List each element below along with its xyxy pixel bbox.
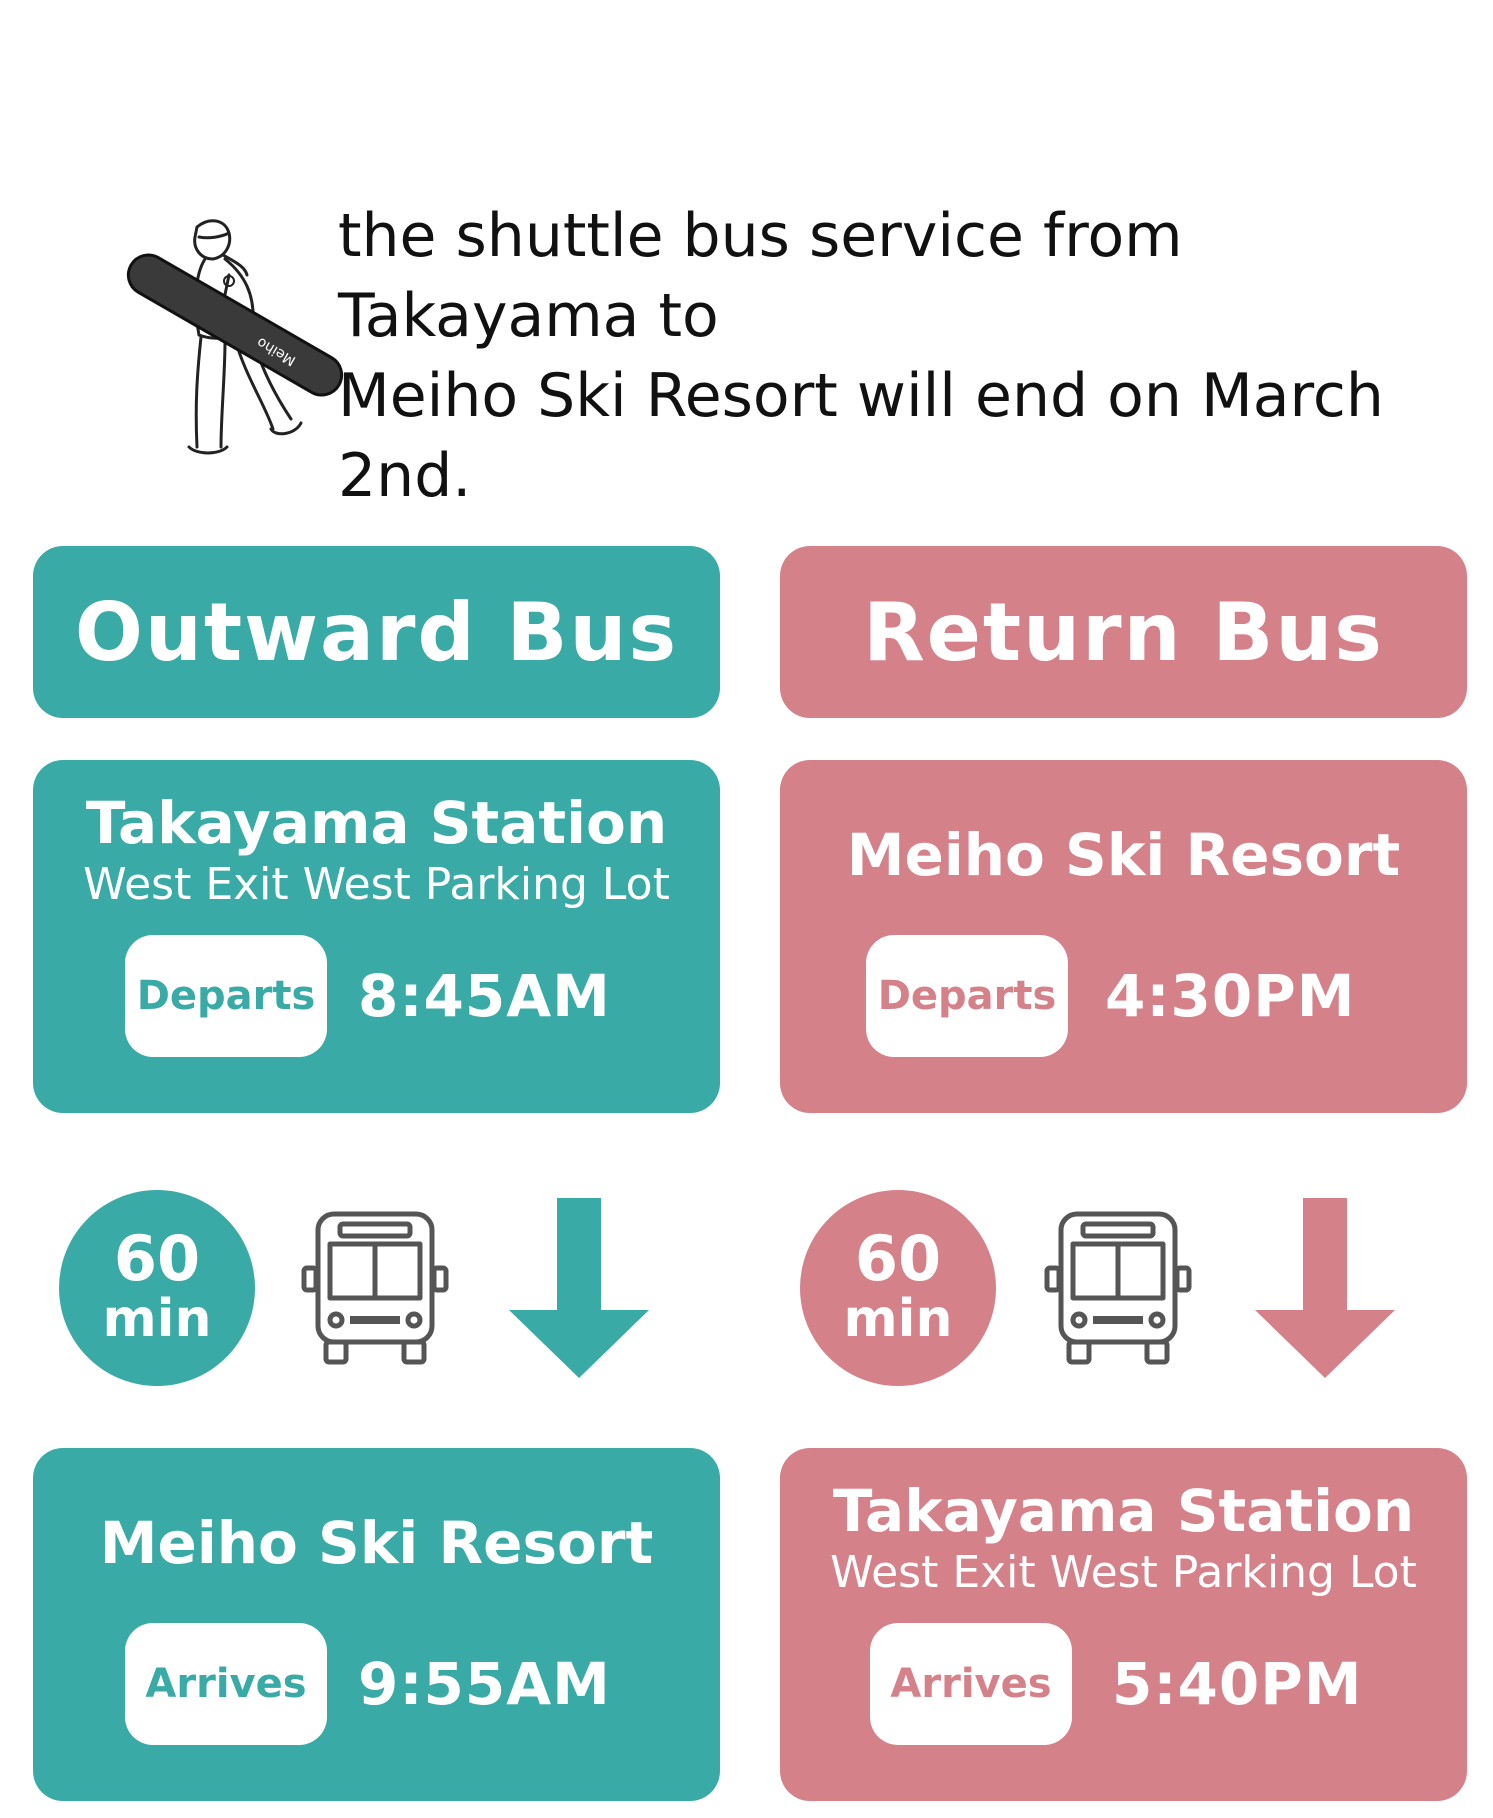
- snowboarder-illustration: Meiho: [126, 219, 344, 455]
- return-duration-badge: 60 min: [800, 1190, 996, 1386]
- outward-duration-unit: min: [102, 1289, 212, 1349]
- return-bus-header: Return Bus: [780, 546, 1467, 718]
- service-notice: the shuttle bus service from Takayama to…: [338, 196, 1478, 516]
- return-arrival-card: Takayama Station West Exit West Parking …: [780, 1448, 1467, 1801]
- departs-badge: Departs: [866, 935, 1068, 1057]
- return-duration-value: 60: [854, 1222, 942, 1295]
- departs-badge: Departs: [125, 935, 327, 1057]
- return-arrival-sub: West Exit West Parking Lot: [830, 1547, 1417, 1598]
- outward-duration-value: 60: [113, 1222, 201, 1295]
- arrives-badge: Arrives: [870, 1623, 1072, 1745]
- return-departure-card: Meiho Ski Resort Departs 4:30PM: [780, 760, 1467, 1113]
- arrow-down-icon: [1255, 1198, 1395, 1378]
- return-departure-time: 4:30PM: [1105, 962, 1356, 1030]
- return-bus-title: Return Bus: [863, 585, 1384, 679]
- notice-line-1: the shuttle bus service from Takayama to: [338, 201, 1183, 351]
- return-duration-unit: min: [843, 1289, 953, 1349]
- outward-duration-badge: 60 min: [59, 1190, 255, 1386]
- bus-icon: [1044, 1211, 1192, 1365]
- outward-bus-title: Outward Bus: [74, 585, 679, 679]
- outward-departure-card: Takayama Station West Exit West Parking …: [33, 760, 720, 1113]
- outward-arrival-time: 9:55AM: [358, 1650, 611, 1718]
- bus-icon: [301, 1211, 449, 1365]
- notice-line-2: Meiho Ski Resort will end on March 2nd.: [338, 361, 1384, 511]
- outward-departure-time: 8:45AM: [358, 962, 611, 1030]
- return-departure-stop: Meiho Ski Resort: [846, 821, 1401, 889]
- outward-departure-sub: West Exit West Parking Lot: [83, 859, 670, 910]
- outward-bus-header: Outward Bus: [33, 546, 720, 718]
- outward-arrival-card: Meiho Ski Resort Arrives 9:55AM: [33, 1448, 720, 1801]
- outward-arrival-stop: Meiho Ski Resort: [99, 1509, 654, 1577]
- return-arrival-time: 5:40PM: [1112, 1650, 1363, 1718]
- arrow-down-icon: [509, 1198, 649, 1378]
- return-arrival-stop: Takayama Station: [832, 1477, 1415, 1545]
- outward-departure-stop: Takayama Station: [85, 789, 668, 857]
- arrives-badge: Arrives: [125, 1623, 327, 1745]
